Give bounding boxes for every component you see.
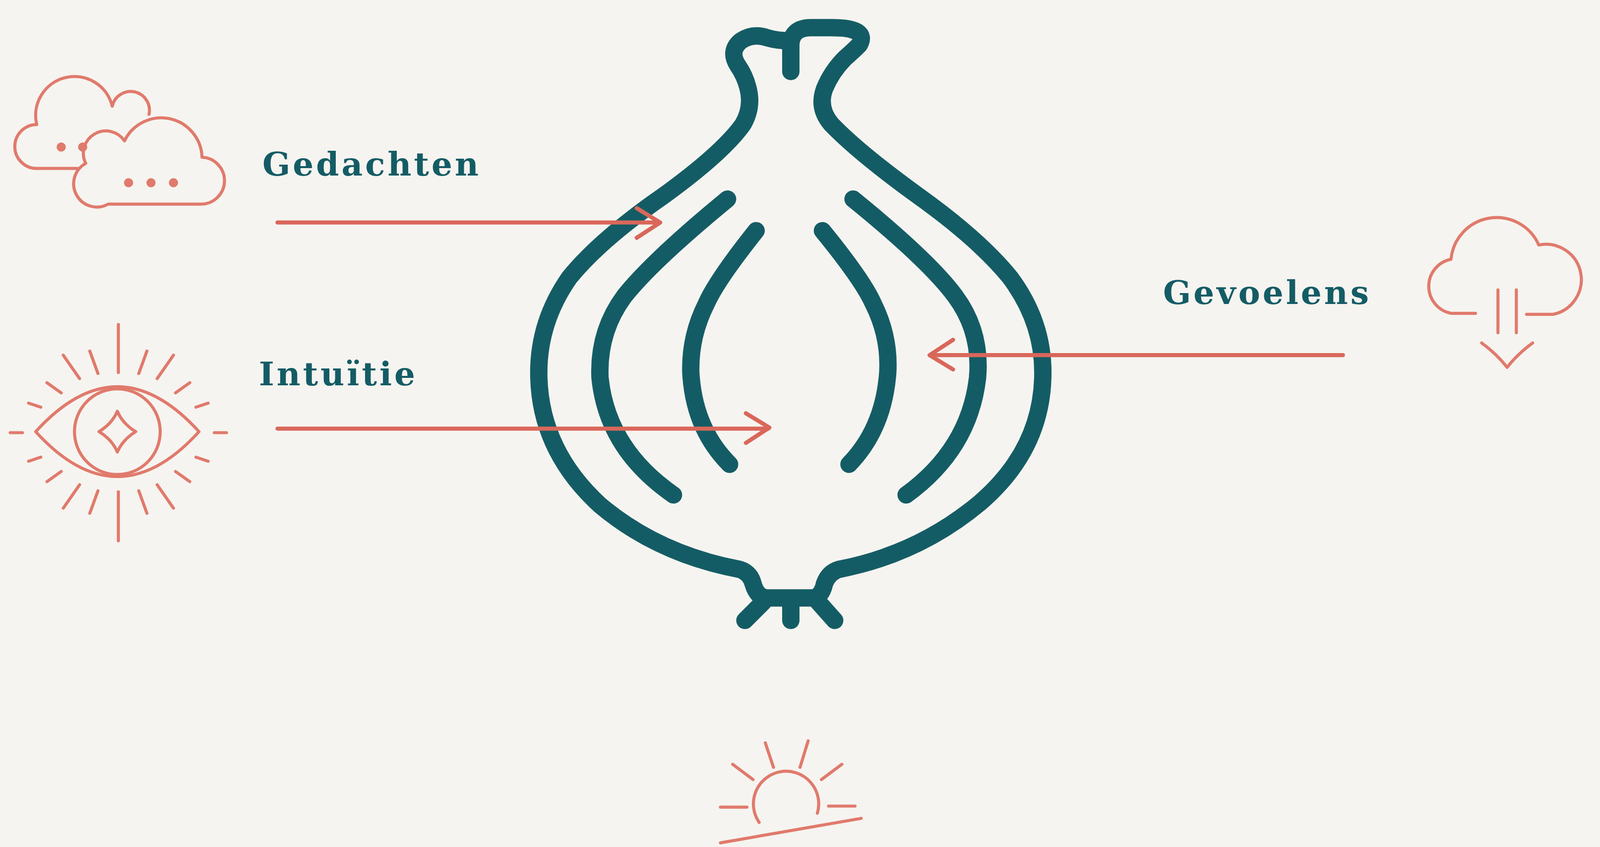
ray — [157, 484, 174, 508]
ray — [28, 457, 42, 462]
horizon — [720, 818, 862, 843]
onion-root — [818, 602, 835, 621]
onion-root — [782, 604, 800, 621]
rain-chevron — [1481, 342, 1533, 368]
arrow-line — [277, 220, 660, 225]
label-text: Intuïtie — [258, 357, 418, 391]
ray — [821, 764, 842, 780]
ray — [800, 740, 808, 768]
ray — [89, 491, 98, 514]
ray — [175, 471, 190, 483]
arrow-line — [277, 426, 769, 431]
onion-layer — [822, 230, 888, 465]
arrow-head — [636, 208, 661, 239]
ray — [28, 403, 42, 408]
ray — [63, 484, 80, 508]
ray — [195, 403, 209, 408]
rain-cloud-icon — [1428, 217, 1582, 315]
label-text: Gevoelens — [1163, 276, 1372, 309]
arrow-line — [930, 353, 1343, 358]
rain-line — [1514, 289, 1518, 333]
ray — [720, 805, 747, 809]
eye-star — [99, 411, 136, 452]
ray — [63, 355, 80, 379]
icons — [10, 76, 1582, 843]
onion-illustration — [538, 27, 1043, 621]
ray — [175, 382, 190, 394]
onion-layer — [853, 198, 979, 495]
ray — [138, 351, 147, 374]
dot — [56, 142, 66, 152]
label-text: Gedachten — [262, 147, 482, 181]
ray — [195, 457, 209, 462]
ray — [828, 804, 856, 808]
ray — [117, 324, 121, 373]
ray — [117, 492, 121, 542]
ray — [47, 471, 62, 483]
ray — [732, 764, 753, 780]
sun-icon — [753, 771, 819, 823]
arrow-head — [745, 413, 770, 443]
eye-rays — [10, 324, 227, 541]
eye-icon — [35, 386, 199, 477]
dot — [77, 142, 88, 152]
ray — [10, 430, 23, 434]
onion-outline — [538, 27, 1043, 599]
arrow-head — [929, 339, 953, 370]
ray — [47, 382, 62, 394]
ray — [765, 742, 774, 768]
eye-iris — [74, 388, 161, 475]
ray — [157, 355, 174, 379]
dots — [56, 142, 179, 188]
arrows — [277, 208, 1344, 443]
ray — [89, 351, 98, 374]
dot — [123, 178, 134, 188]
ray — [138, 491, 147, 514]
dot — [146, 178, 156, 188]
onion-root — [744, 602, 764, 621]
ray — [214, 430, 227, 434]
dot — [168, 178, 179, 188]
cloud-icon — [73, 118, 225, 208]
rain-line — [1496, 289, 1500, 333]
